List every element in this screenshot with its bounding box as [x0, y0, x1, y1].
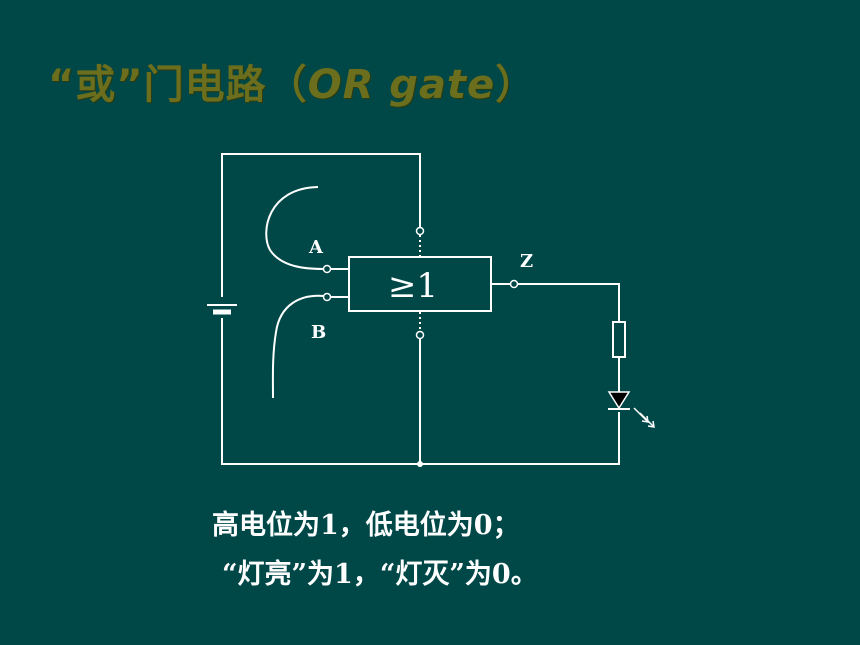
title-main: “或”门电路（ — [48, 62, 308, 108]
terminal-b — [322, 292, 332, 302]
input-a-label: A — [308, 237, 324, 258]
terminal-a — [322, 264, 332, 274]
switch-lead-b — [271, 294, 325, 399]
terminals — [322, 226, 519, 340]
note-voltage-levels: 高电位为1，低电位为0； — [212, 510, 520, 541]
terminal-z — [509, 279, 519, 289]
resistor-icon — [612, 321, 626, 358]
terminal-supply-bottom — [415, 330, 425, 340]
output-z-label: Z — [520, 251, 533, 272]
slide-title: “或”门电路（OR gate） — [48, 52, 536, 110]
switch-lead-a — [265, 186, 325, 270]
note-lamp-states: “灯亮”为1，“灯灭”为0。 — [222, 559, 538, 590]
led-icon — [607, 391, 655, 428]
gate-symbol: ≥1 — [388, 266, 438, 306]
wire-output — [517, 283, 620, 322]
wire-top-left — [221, 153, 421, 297]
title-latin: OR gate — [307, 62, 496, 108]
input-b-label: B — [311, 322, 326, 343]
circuit-wires — [221, 153, 620, 465]
junction-dot — [417, 461, 423, 467]
terminal-supply-top — [415, 226, 425, 236]
title-close: ） — [495, 62, 537, 108]
battery-icon — [207, 304, 237, 315]
